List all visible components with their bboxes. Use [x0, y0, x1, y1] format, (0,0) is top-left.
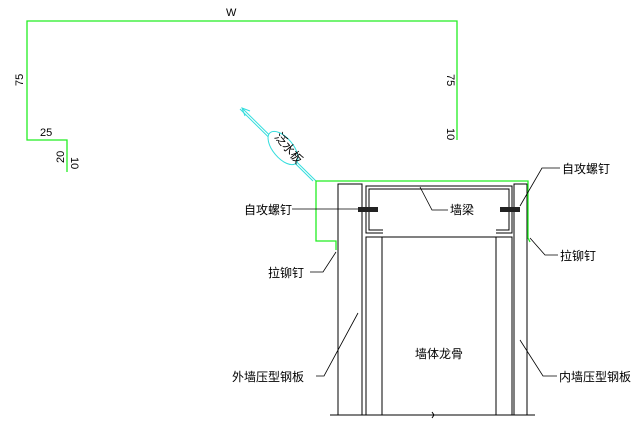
- wall-beam-label: 墙梁: [450, 202, 474, 217]
- dim-left-height: 75: [14, 74, 26, 86]
- wall-structure: [330, 183, 535, 419]
- flashing-installed: [315, 180, 531, 250]
- outer-panel-label: 外墙压型钢板: [232, 370, 304, 384]
- dim-right-height: 75: [444, 74, 456, 86]
- leader-lines: [292, 167, 560, 377]
- screw-label-left: 自攻螺钉: [244, 203, 292, 217]
- screw-label-right: 自攻螺钉: [562, 162, 610, 176]
- flashing-profile: [26, 20, 458, 172]
- flashing-callout: [239, 107, 317, 182]
- dim-step: 25: [40, 127, 52, 139]
- screw-icon: [500, 207, 520, 212]
- dim-left-lip: 10: [68, 157, 80, 169]
- dim-right-lip: 10: [444, 128, 456, 140]
- screw-icon: [358, 207, 378, 212]
- rivet-label-left: 拉铆钉: [268, 265, 304, 280]
- wall-stud-label: 墙体龙骨: [415, 347, 463, 361]
- rivet-label-right: 拉铆钉: [560, 248, 596, 263]
- dim-width: W: [226, 7, 237, 19]
- dim-drop: 20: [55, 151, 67, 163]
- inner-panel-label: 内墙压型钢板: [559, 370, 631, 384]
